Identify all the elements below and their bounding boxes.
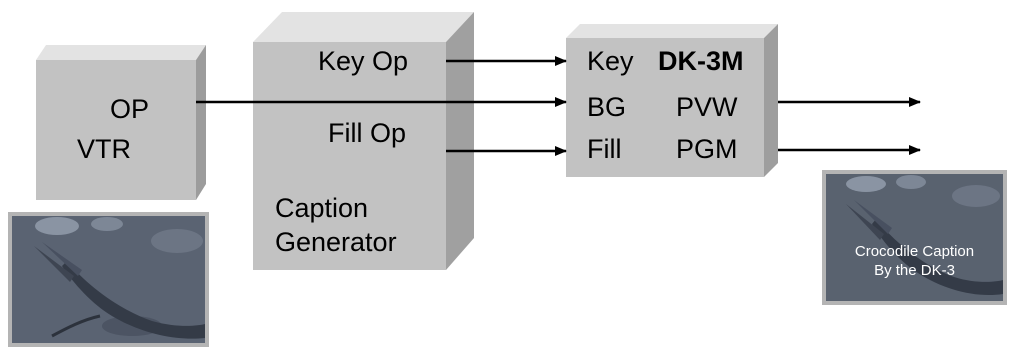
switcher-pvw-output-label: PVW <box>676 92 738 122</box>
caption-generator-box <box>253 12 474 270</box>
vtr-box <box>36 45 206 200</box>
switcher-box <box>566 24 778 177</box>
fill-op-label: Fill Op <box>328 118 407 148</box>
program-output-preview: Crocodile Caption By the DK-3 <box>822 170 1007 305</box>
switcher-key-input-label: Key <box>587 46 634 76</box>
caption-line1: Crocodile Caption <box>854 243 975 260</box>
key-op-label: Key Op <box>318 46 409 76</box>
switcher-bg-input-label: BG <box>587 92 627 122</box>
switcher-fill-input-label: Fill <box>587 134 622 164</box>
crocodile-image <box>826 174 1003 301</box>
vtr-op-label: OP <box>110 94 150 124</box>
caption-generator-name-line2: Generator <box>275 227 397 257</box>
caption-line2: By the DK-3 <box>874 262 955 279</box>
vtr-source-photo <box>8 212 209 347</box>
caption-generator-name-line1: Caption <box>275 193 369 223</box>
crocodile-image <box>12 216 205 343</box>
switcher-pgm-output-label: PGM <box>676 134 738 164</box>
vtr-name-label: VTR <box>77 134 131 164</box>
switcher-model-label: DK-3M <box>658 46 744 76</box>
